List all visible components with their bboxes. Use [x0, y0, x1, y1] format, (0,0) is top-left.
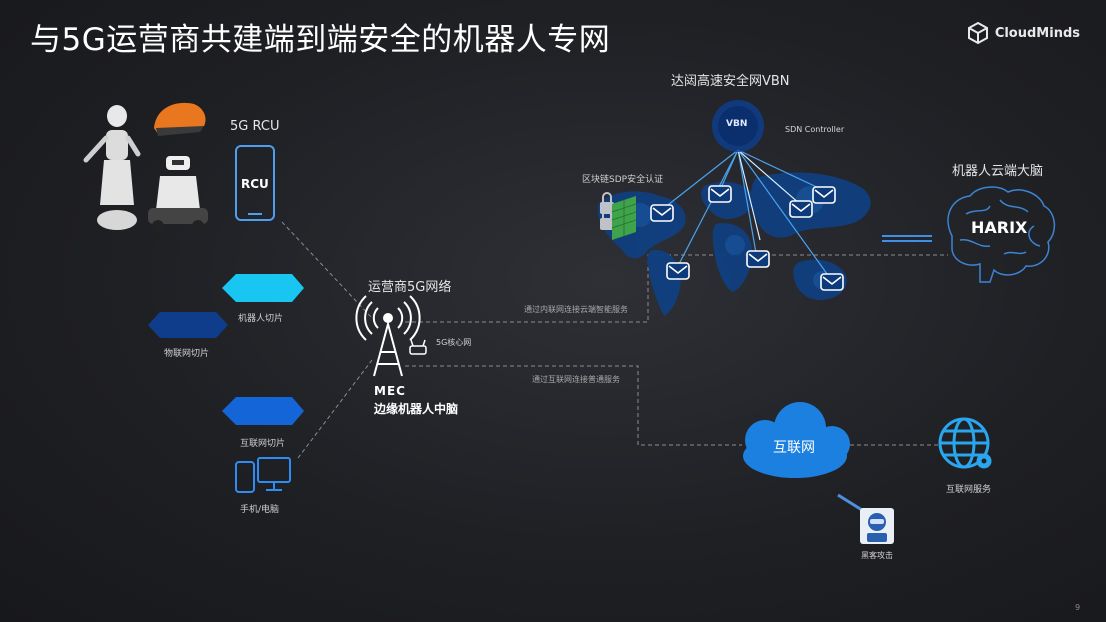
mail-icon — [820, 273, 844, 295]
hacker-attack-label: 黑客攻击 — [861, 551, 893, 560]
internet-slice-label: 互联网切片 — [240, 439, 286, 449]
robot-group — [83, 102, 208, 232]
brain-icon — [947, 186, 1056, 283]
core-network-label: 5G核心网 — [436, 338, 472, 347]
robot-slice-hexagon — [222, 274, 304, 302]
router-icon — [409, 339, 427, 355]
helmet-icon — [154, 102, 206, 136]
mail-icon — [650, 204, 674, 226]
brand-logo: CloudMinds — [967, 21, 1080, 45]
rcu-title: 5G RCU — [230, 119, 280, 134]
iot-slice-label: 物联网切片 — [164, 349, 210, 359]
cell-tower-icon — [355, 295, 421, 377]
rcu-device-icon — [235, 145, 275, 221]
internet-service-label: 互联网服务 — [946, 485, 992, 495]
iot-slice-hexagon — [148, 312, 228, 338]
cloud-icon — [743, 402, 850, 478]
globe-icon — [938, 417, 992, 469]
vbn-title: 达闼高速安全网VBN — [671, 74, 790, 89]
connector-lines — [281, 221, 948, 459]
rcu-device-label: RCU — [241, 177, 269, 191]
phone-to-tower-line — [297, 359, 373, 459]
internet-link-label: 通过互联网连接普通服务 — [532, 375, 620, 384]
mail-icon — [812, 186, 836, 208]
mail-icon — [666, 262, 690, 284]
vbn-node-label: VBN — [726, 119, 748, 129]
humanoid-robot-icon — [83, 105, 141, 230]
mail-icon — [708, 185, 732, 207]
intranet-link-label: 通过内联网连接云端智能服务 — [524, 305, 628, 314]
wheeled-robot-icon — [148, 156, 208, 232]
carrier-network-label: 运营商5G网络 — [368, 280, 452, 295]
lock-firewall-icon — [600, 192, 637, 240]
mail-icon — [789, 200, 813, 222]
internet-cloud-label: 互联网 — [773, 440, 815, 456]
edge-brain-label: 边缘机器人中脑 — [374, 402, 459, 416]
intranet-link-line — [405, 254, 948, 323]
internet-slice-hexagon — [222, 397, 304, 425]
harix-label: HARIX — [971, 218, 1028, 237]
cube-logo-icon — [967, 21, 988, 45]
vbn-node — [718, 106, 758, 146]
phone-pc-label: 手机/电脑 — [240, 505, 280, 515]
page-number: 9 — [1075, 603, 1081, 612]
phone-pc-icon — [235, 457, 291, 493]
sdn-controller-label: SDN Controller — [785, 125, 845, 134]
hacker-icon — [860, 508, 894, 544]
blockchain-label: 区块链SDP安全认证 — [582, 175, 664, 185]
rcu-to-tower-line — [281, 221, 373, 319]
internet-link-line — [405, 365, 742, 446]
brand-name: CloudMinds — [994, 25, 1080, 41]
page-title: 与5G运营商共建端到端安全的机器人专网 — [30, 22, 611, 58]
mec-label: MEC — [374, 384, 406, 398]
vbn-rays-highlight — [737, 149, 801, 241]
robot-slice-label: 机器人切片 — [238, 314, 284, 324]
attack-arrow — [837, 493, 863, 512]
mail-icon — [746, 250, 770, 272]
cloud-brain-title: 机器人云端大脑 — [952, 164, 1044, 179]
